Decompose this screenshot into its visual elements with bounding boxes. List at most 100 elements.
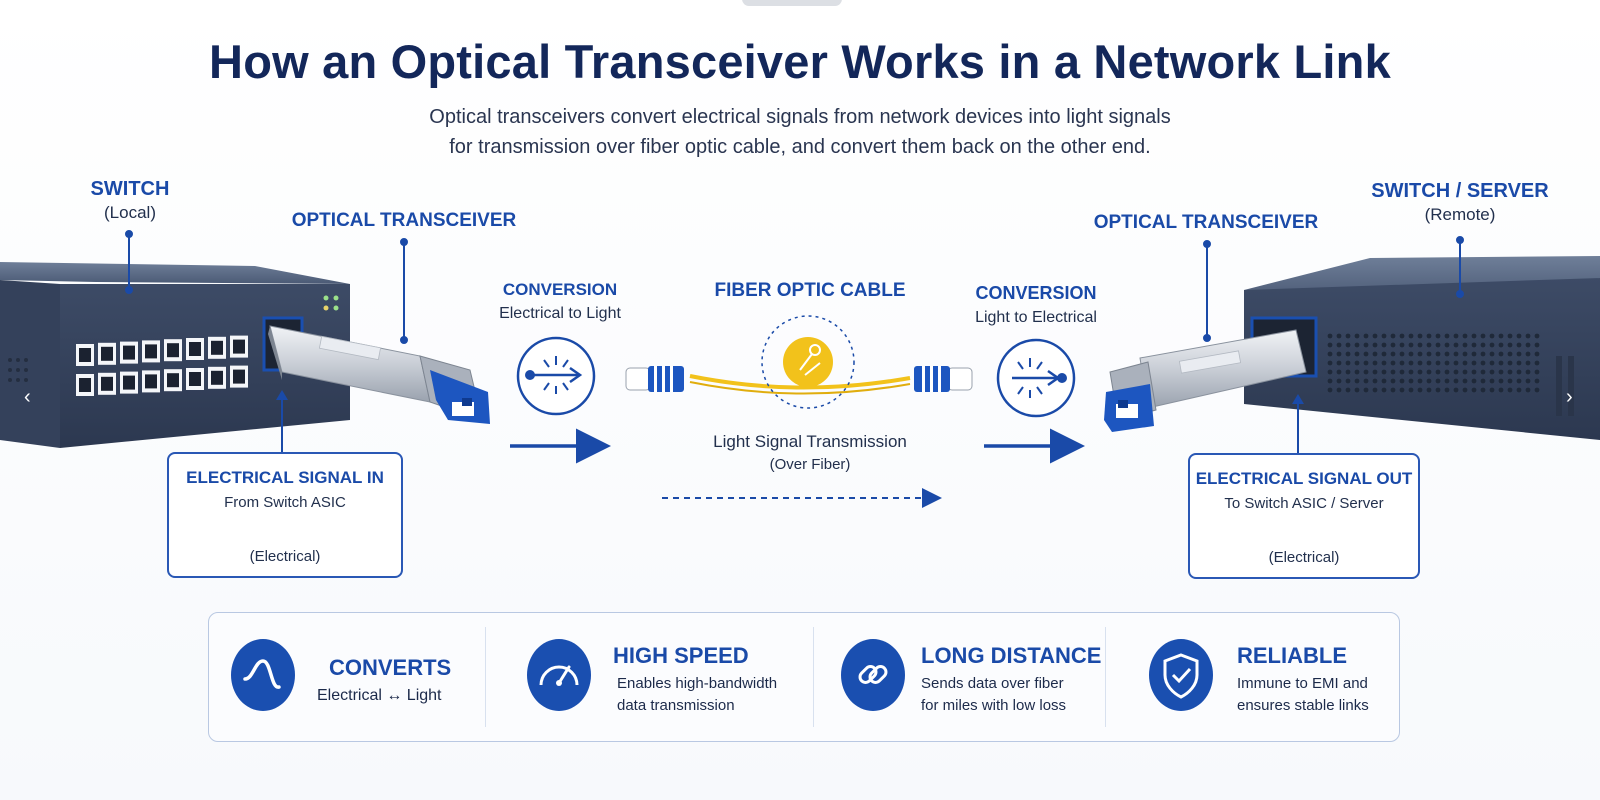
vent-hole (1480, 333, 1486, 339)
vent-hole (1372, 351, 1378, 357)
vent-hole (1489, 351, 1495, 357)
vent-hole (1426, 360, 1432, 366)
vent-hole (1363, 333, 1369, 339)
vent-hole (1336, 360, 1342, 366)
vent-hole (1363, 360, 1369, 366)
signal-in-title: ELECTRICAL SIGNAL IN (186, 468, 384, 487)
vent-hole (1327, 342, 1333, 348)
vent-hole (1534, 360, 1540, 366)
vent-hole (1399, 351, 1405, 357)
vent-hole (1336, 387, 1342, 393)
vent-hole (1462, 333, 1468, 339)
vent-hole (1426, 342, 1432, 348)
feature-converts-line1: Electrical ↔ Light (317, 687, 442, 704)
ethernet-port-socket (101, 346, 113, 361)
feature-strip: CONVERTS Electrical ↔ Light HIGH SPEED E… (208, 612, 1400, 742)
vent-hole (1534, 342, 1540, 348)
vent-hole (1462, 378, 1468, 384)
vent-hole (1354, 342, 1360, 348)
ethernet-port-socket (145, 344, 157, 359)
local-switch-device (0, 262, 350, 448)
signal-out-title: ELECTRICAL SIGNAL OUT (1195, 469, 1413, 488)
shield-check-icon (1149, 639, 1213, 711)
vent-hole (1336, 351, 1342, 357)
electrical-signal-in-box: ELECTRICAL SIGNAL IN From Switch ASIC (E… (167, 452, 403, 578)
speedometer-icon (527, 639, 591, 711)
vent-hole (1525, 369, 1531, 375)
vent-hole (1489, 360, 1495, 366)
ethernet-port-socket (79, 378, 91, 392)
feature-long-distance-line2: for miles with low loss (921, 697, 1067, 714)
subtitle-line-1: Optical transceivers convert electrical … (429, 106, 1171, 128)
left-transceiver-module (268, 325, 490, 424)
vent-hole (1534, 387, 1540, 393)
vent-hole (1498, 351, 1504, 357)
conversion-left-title: CONVERSION (502, 280, 618, 299)
light-to-electrical-icon (996, 338, 1076, 418)
vent-hole (1471, 378, 1477, 384)
vent-hole (1426, 333, 1432, 339)
vent-hole (1354, 333, 1360, 339)
feature-reliable-line2: ensures stable links (1237, 697, 1369, 714)
vent-hole (1435, 342, 1441, 348)
vent-hole (1516, 387, 1522, 393)
vent-hole (1453, 387, 1459, 393)
electrical-to-light-icon (516, 336, 596, 416)
fiber-caption-title: Light Signal Transmission (713, 432, 907, 451)
vent-hole (1390, 378, 1396, 384)
vent-hole (1327, 351, 1333, 357)
vent-hole (1390, 342, 1396, 348)
vent-hole (1372, 333, 1378, 339)
vent-hole (1516, 351, 1522, 357)
vent-hole (1507, 387, 1513, 393)
ethernet-port-socket (167, 373, 179, 388)
vent-hole (1471, 360, 1477, 366)
feature-long-distance-line1: Sends data over fiber (921, 675, 1064, 692)
vent-hole (1480, 351, 1486, 357)
vent-hole (1507, 360, 1513, 366)
vent-hole (1444, 342, 1450, 348)
vent-hole (1489, 342, 1495, 348)
conversion-left-sub: Electrical to Light (499, 305, 621, 322)
vent-hole (1363, 378, 1369, 384)
ethernet-port-socket (233, 339, 245, 354)
vent-hole (1354, 378, 1360, 384)
vent-hole (1327, 387, 1333, 393)
vent-hole (1363, 351, 1369, 357)
ethernet-port-socket (145, 374, 157, 389)
conversion-right-sub: Light to Electrical (975, 309, 1097, 326)
signal-in-sub: From Switch ASIC (224, 494, 346, 511)
vent-hole (1516, 342, 1522, 348)
vent-hole (1489, 333, 1495, 339)
vent-hole (1507, 333, 1513, 339)
vent-hole (1471, 342, 1477, 348)
vent-hole (1516, 360, 1522, 366)
feature-divider (1105, 627, 1106, 727)
carousel-prev-button[interactable]: ‹ (24, 386, 31, 408)
vent-hole (1471, 369, 1477, 375)
fiber-cable-label: FIBER OPTIC CABLE (714, 280, 906, 301)
subtitle-line-2: for transmission over fiber optic cable,… (449, 136, 1151, 158)
vent-hole (1408, 342, 1414, 348)
page-title: How an Optical Transceiver Works in a Ne… (209, 35, 1391, 88)
vent-hole (1399, 342, 1405, 348)
vent-hole (1525, 333, 1531, 339)
carousel-next-button[interactable]: › (1566, 386, 1573, 408)
vent-hole (1381, 342, 1387, 348)
vent-hole (1417, 342, 1423, 348)
vent-hole (1498, 333, 1504, 339)
vent-hole (1408, 387, 1414, 393)
vent-hole (1417, 351, 1423, 357)
vent-hole (1327, 333, 1333, 339)
vent-hole (1381, 369, 1387, 375)
right-transceiver-module (1104, 329, 1307, 432)
vent-hole (1345, 369, 1351, 375)
remote-switch-title: SWITCH / SERVER (1371, 180, 1549, 202)
vent-hole (1381, 360, 1387, 366)
vent-hole (1399, 369, 1405, 375)
vent-hole (1345, 342, 1351, 348)
vent-hole (1507, 351, 1513, 357)
feature-divider (485, 627, 486, 727)
local-switch-title: SWITCH (90, 178, 170, 200)
